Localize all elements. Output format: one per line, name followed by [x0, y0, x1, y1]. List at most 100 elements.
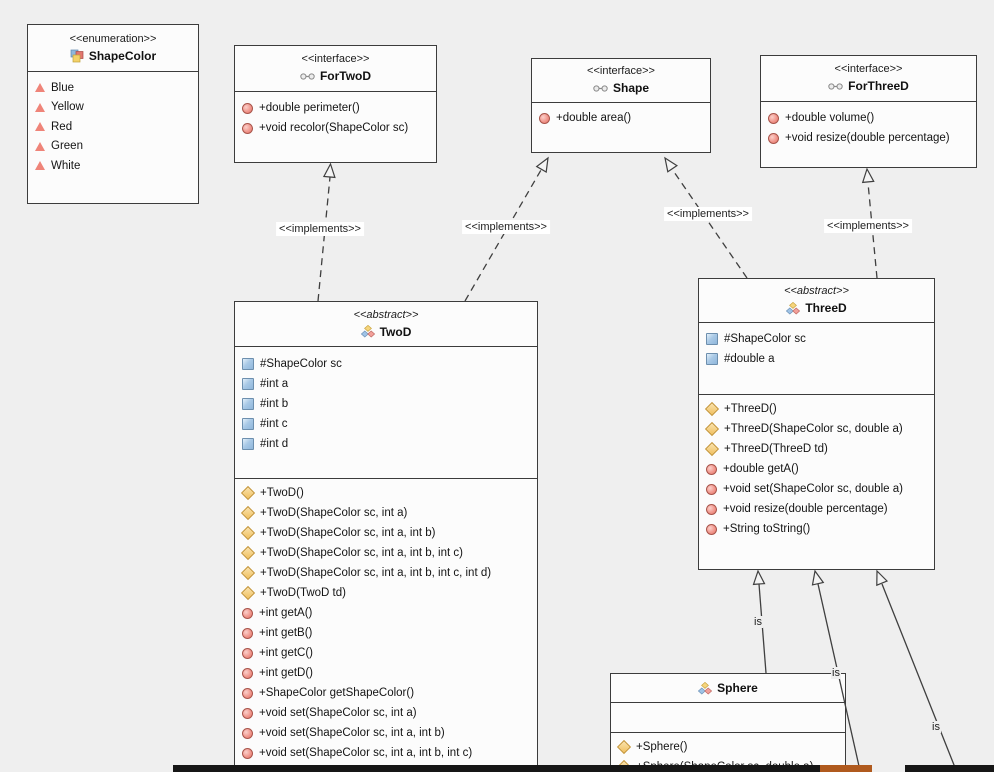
interface-header: <<interface>> ForTwoD [235, 46, 436, 91]
implements-label: <<implements>> [824, 219, 912, 233]
method-icon [539, 112, 550, 124]
constructor-label: +TwoD(ShapeColor sc, int a, int b, int c… [260, 547, 463, 559]
method-row: +double perimeter() [235, 98, 436, 118]
stereotype-label: <<interface>> [301, 53, 370, 65]
constructor-label: +ThreeD(ShapeColor sc, double a) [724, 423, 903, 435]
method-icon [768, 132, 779, 144]
class-header: <<abstract>> ThreeD [699, 279, 934, 322]
method-row: +String toString() [699, 519, 934, 539]
interface-icon [300, 72, 315, 81]
field-row: #int d [235, 434, 537, 454]
field-row: #int c [235, 414, 537, 434]
method-icon [706, 523, 717, 535]
enum-item-row: Blue [28, 78, 198, 98]
field-label: #int b [260, 398, 289, 410]
method-icon [242, 707, 253, 719]
constructor-icon [240, 485, 256, 501]
interface-box-fortwod: <<interface>> ForTwoD +double perimeter(… [234, 45, 437, 163]
methods-section: +ThreeD() +ThreeD(ShapeColor sc, double … [699, 394, 934, 539]
enum-item-label: Yellow [51, 101, 84, 114]
constructor-icon [240, 545, 256, 561]
class-name: ThreeD [805, 301, 847, 315]
generalization-arrowhead [664, 156, 678, 173]
generalization-arrowhead [876, 569, 889, 587]
interface-name: ForTwoD [319, 69, 372, 83]
constructor-icon [704, 401, 720, 417]
method-icon [242, 122, 253, 134]
constructor-row: +ThreeD(ShapeColor sc, double a) [699, 419, 934, 439]
interface-icon [828, 82, 843, 91]
enum-item-row: White [28, 156, 198, 176]
constructor-label: +TwoD(ShapeColor sc, int a, int b) [260, 527, 436, 539]
generalization-arrowhead [811, 569, 825, 586]
method-label: +int getB() [259, 627, 313, 639]
field-icon [242, 378, 254, 390]
bottom-window-edge-right[interactable] [905, 765, 994, 772]
implements-label: <<implements>> [462, 220, 550, 234]
method-label: +void set(ShapeColor sc, double a) [723, 483, 903, 495]
method-label: +ShapeColor getShapeColor() [259, 687, 415, 699]
field-row: #double a [699, 349, 934, 369]
method-label: +int getA() [259, 607, 313, 619]
is-connector-hidden-class2-threed [881, 583, 958, 772]
constructor-icon [240, 525, 256, 541]
method-icon [242, 687, 253, 699]
bottom-window-edge-orange[interactable] [820, 765, 872, 772]
field-row: #ShapeColor sc [235, 354, 537, 374]
constructor-icon [240, 505, 256, 521]
enum-constant-icon [35, 122, 45, 132]
is-label: is [753, 616, 763, 628]
class-name: Sphere [717, 681, 758, 695]
method-icon [242, 747, 253, 759]
class-icon [698, 681, 713, 695]
enum-name: ShapeColor [88, 48, 157, 63]
bottom-window-edge-left[interactable] [173, 765, 820, 772]
field-label: #ShapeColor sc [260, 358, 342, 370]
field-icon [242, 418, 254, 430]
method-icon [768, 112, 779, 124]
implements-label: <<implements>> [276, 222, 364, 236]
is-label: is [831, 667, 841, 679]
stereotype-label: <<interface>> [587, 65, 655, 77]
interface-header: <<interface>> ForThreeD [761, 56, 976, 101]
class-box-twod: <<abstract>> TwoD #ShapeColor sc #int a … [234, 301, 538, 772]
class-icon [360, 325, 375, 338]
enum-item-row: Green [28, 137, 198, 157]
method-label: +int getD() [259, 667, 314, 679]
implements-connector-twod-fortwod [317, 176, 331, 302]
constructor-label: +ThreeD(ThreeD td) [724, 443, 828, 455]
method-label: +double area() [556, 112, 632, 124]
methods-section: +double volume() +void resize(double per… [761, 101, 976, 148]
generalization-arrowhead [861, 167, 875, 184]
constructor-row: +TwoD(ShapeColor sc, int a, int b) [235, 523, 537, 543]
class-icon [786, 301, 801, 315]
method-icon [706, 483, 717, 495]
enum-item-row: Red [28, 117, 198, 137]
field-row: #int a [235, 374, 537, 394]
method-row: +void set(ShapeColor sc, double a) [699, 479, 934, 499]
method-label: +int getC() [259, 647, 314, 659]
class-box-sphere: Sphere +Sphere() +Sphere(ShapeColor sc, … [610, 673, 846, 772]
method-icon [242, 607, 253, 619]
constructor-row: +TwoD() [235, 483, 537, 503]
constructor-icon [240, 585, 256, 601]
constructor-label: +Sphere() [636, 741, 688, 753]
class-name: TwoD [379, 324, 412, 339]
stereotype-label: <<abstract>> [784, 285, 849, 297]
interface-box-shape: <<interface>> Shape +double area() [531, 58, 711, 153]
method-icon [706, 463, 717, 475]
class-box-threed: <<abstract>> ThreeD #ShapeColor sc #doub… [698, 278, 935, 570]
method-label: +double getA() [723, 463, 799, 475]
generalization-arrowhead [752, 569, 766, 586]
constructor-label: +ThreeD() [724, 403, 777, 415]
field-label: #int d [260, 438, 289, 450]
method-row: +double volume() [761, 108, 976, 128]
constructor-row: +TwoD(ShapeColor sc, int a, int b, int c… [235, 563, 537, 583]
constructor-label: +TwoD(TwoD td) [260, 587, 346, 599]
enum-constant-icon [35, 161, 45, 171]
method-icon [242, 727, 253, 739]
method-row: +int getA() [235, 603, 537, 623]
methods-section: +double area() [532, 102, 710, 128]
method-row: +void set(ShapeColor sc, int a, int b, i… [235, 743, 537, 763]
